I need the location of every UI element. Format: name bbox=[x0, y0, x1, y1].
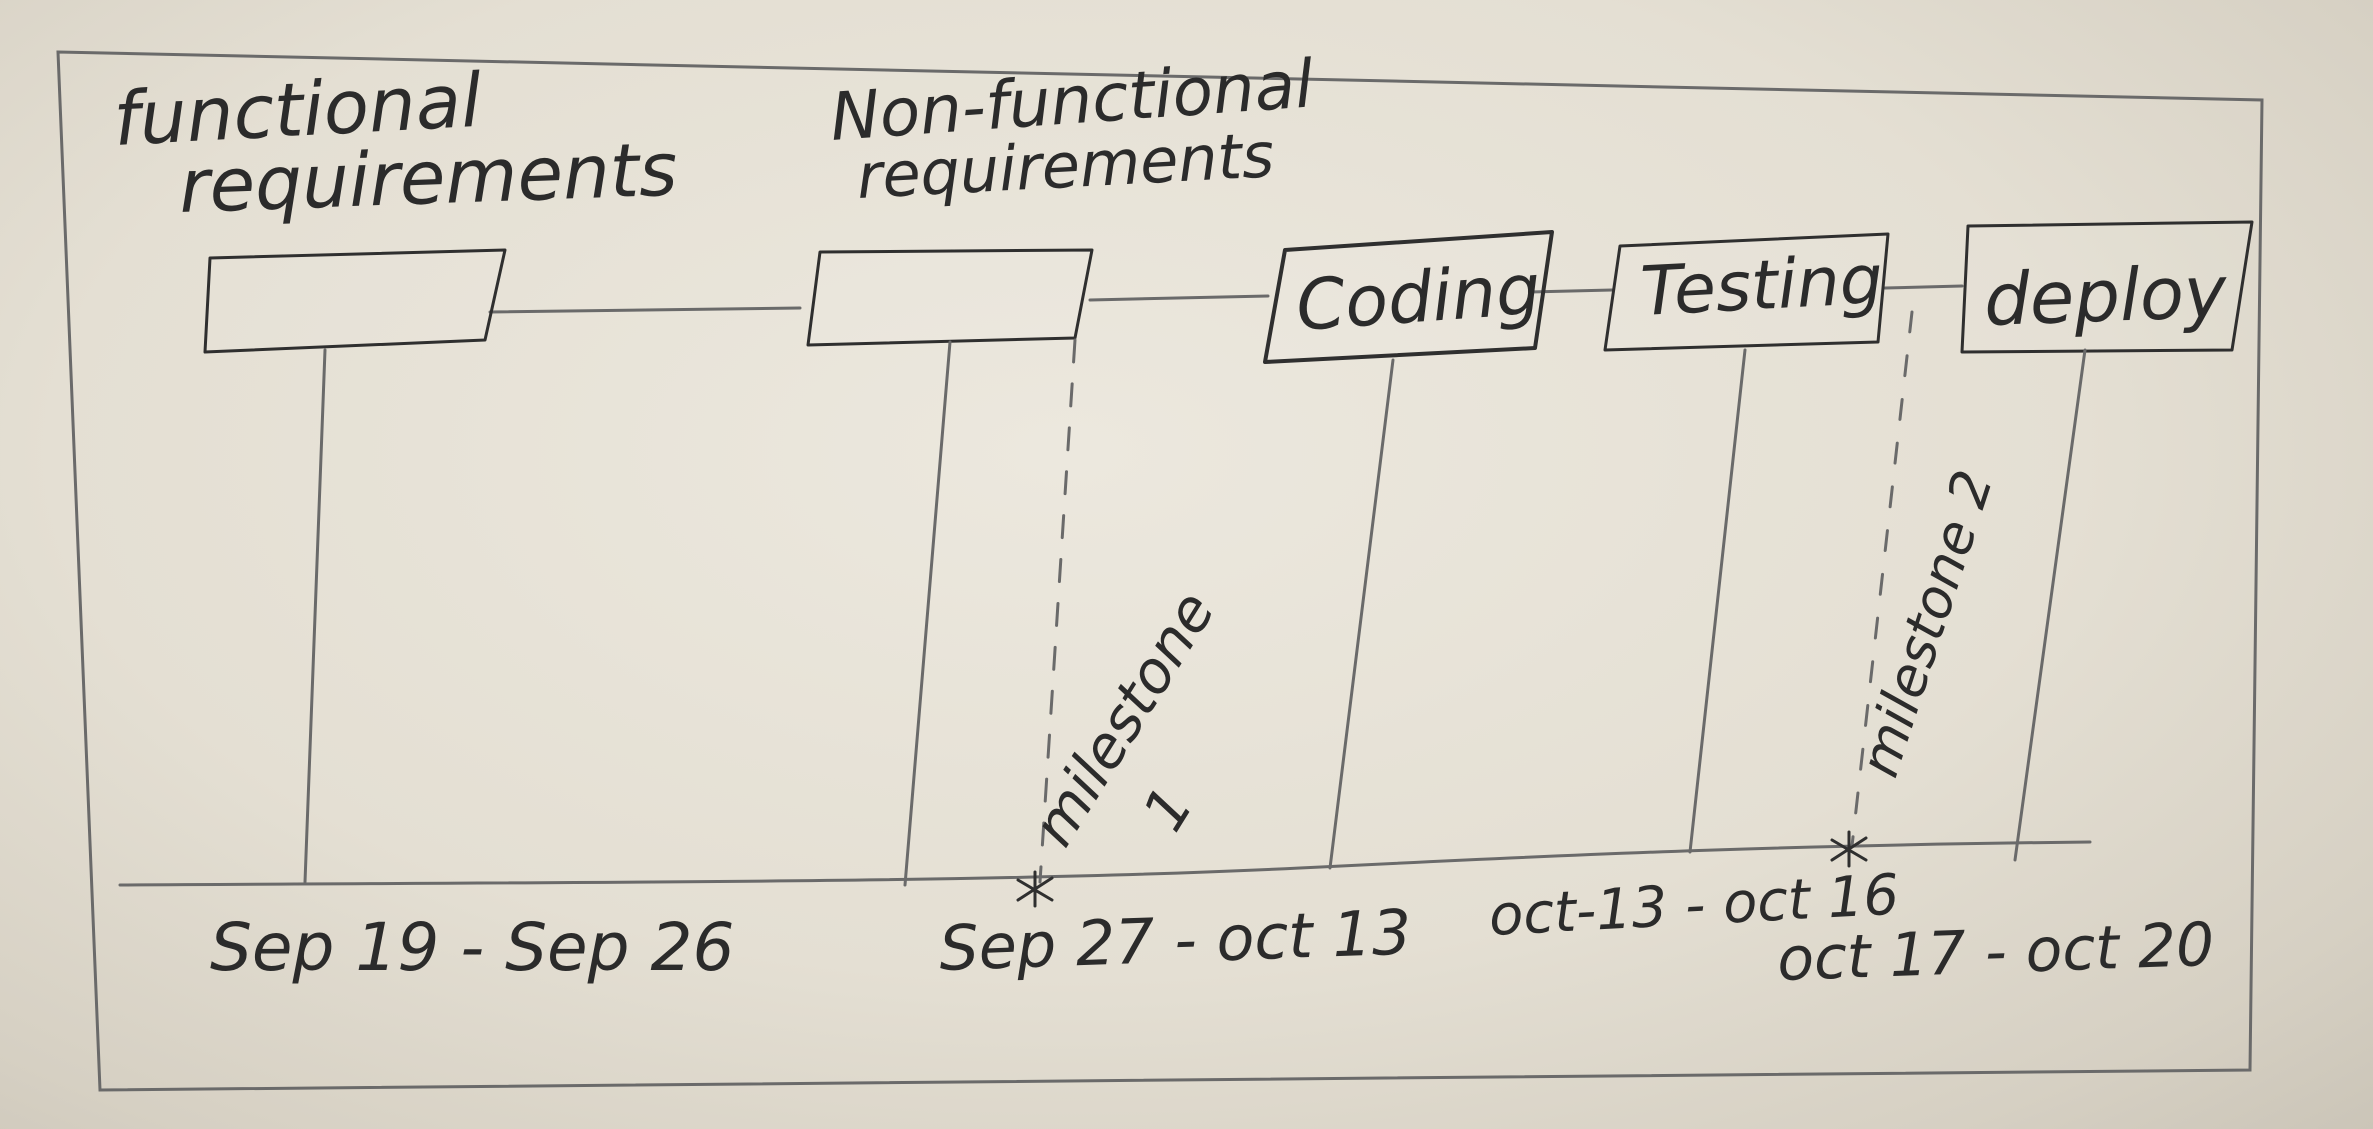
dropline-deploy bbox=[2013, 348, 2087, 862]
date-range-functional: Sep 19 - Sep 26 bbox=[210, 909, 735, 986]
dropline-functional bbox=[303, 348, 327, 884]
phase-box-deploy bbox=[1960, 220, 2254, 354]
frame-border bbox=[56, 50, 2264, 1092]
date-range-testing: oct 17 - oct 20 bbox=[1776, 910, 2215, 995]
connector-4-5 bbox=[1883, 284, 1964, 290]
phase-box-functional bbox=[203, 248, 507, 354]
milestone-2-label: milestone 2 bbox=[1847, 463, 2005, 784]
box-label-testing: Testing bbox=[1639, 240, 1885, 332]
milestone-2-star bbox=[1830, 830, 1868, 868]
phase-box-nonfunctional bbox=[806, 248, 1094, 347]
milestone-1-line bbox=[1038, 338, 1077, 884]
milestone-1-star bbox=[1016, 870, 1054, 908]
phase-label-functional-line1: functional bbox=[111, 58, 484, 163]
dropline-testing bbox=[1688, 348, 1747, 854]
box-label-deploy: deploy bbox=[1983, 250, 2230, 342]
phase-label-functional-line2: requirements bbox=[178, 127, 679, 230]
connector-2-3 bbox=[1088, 294, 1270, 302]
date-range-nonfunctional: Sep 27 - oct 13 bbox=[938, 896, 1412, 985]
milestone-1-number: 1 bbox=[1129, 775, 1206, 842]
box-label-coding: Coding bbox=[1293, 248, 1543, 347]
timeline-baseline bbox=[118, 840, 2092, 887]
phase-box-testing bbox=[1603, 232, 1890, 352]
dropline-coding bbox=[1328, 358, 1395, 870]
milestone-2-line bbox=[1850, 310, 1914, 848]
connector-1-2 bbox=[488, 306, 802, 314]
phase-box-coding bbox=[1263, 230, 1554, 364]
dropline-nonfunctional bbox=[903, 340, 952, 887]
